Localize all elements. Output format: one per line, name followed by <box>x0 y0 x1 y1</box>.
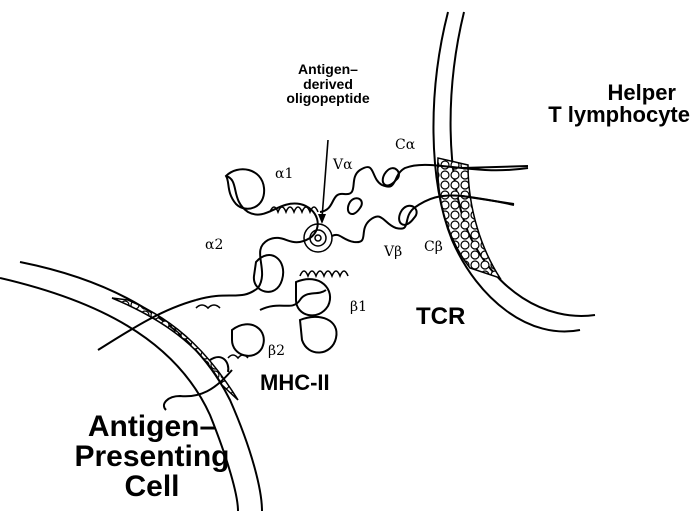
helices <box>196 207 348 358</box>
apc-label-line1: Antigen– <box>60 412 244 442</box>
t-cell-membrane <box>433 12 595 332</box>
peptide-pointer <box>318 140 328 224</box>
mhc-label: MHC-II <box>260 372 330 394</box>
beta2-label: β2 <box>268 344 285 358</box>
c-alpha-label: Cα <box>395 138 415 152</box>
peptide-label-line1: Antigen– <box>278 62 378 77</box>
mhc-chains <box>196 169 337 372</box>
v-alpha-label: Vα <box>333 158 353 172</box>
apc-label-line3: Cell <box>60 472 244 502</box>
helper-t-label-line2: T lymphocyte <box>520 104 690 126</box>
peptide-label-line2: derived <box>278 77 378 92</box>
tcr-label: TCR <box>416 305 465 329</box>
apc-bilayer <box>112 298 238 400</box>
alpha2-label: α2 <box>205 238 223 252</box>
peptide-label-line3: oligopeptide <box>278 91 378 106</box>
beta1-label: β1 <box>350 300 367 314</box>
apc-label-line2: Presenting <box>60 442 244 472</box>
beta1-helix <box>300 271 348 276</box>
tcr-chains <box>320 165 528 242</box>
peptide-label: Antigen– derived oligopeptide <box>278 62 378 106</box>
alpha2-coil <box>196 305 220 308</box>
c-beta-label: Cβ <box>424 240 443 254</box>
helper-t-label: Helper T lymphocyte <box>520 82 690 126</box>
v-beta-label: Vβ <box>384 245 402 259</box>
apc-label: Antigen– Presenting Cell <box>60 412 244 502</box>
t-cell-bilayer <box>438 158 500 278</box>
helper-t-label-line1: Helper <box>520 82 690 104</box>
alpha1-label: α1 <box>275 167 293 181</box>
